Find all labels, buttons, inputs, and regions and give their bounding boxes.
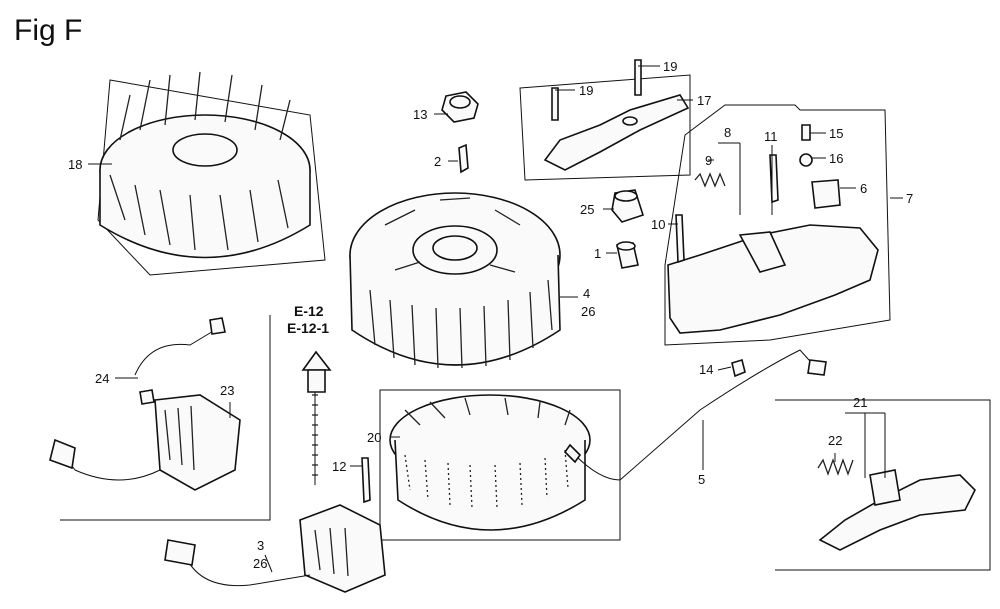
- wire-part-5: [563, 349, 827, 481]
- callout-19-right: 19: [663, 59, 677, 74]
- callout-9: 9: [705, 153, 712, 168]
- reference-e12-1: E-12-1: [287, 320, 329, 336]
- callout-10: 10: [651, 217, 665, 232]
- figure-title: Fig F: [14, 14, 83, 47]
- callout-3-26: 26: [253, 556, 267, 571]
- flywheel-ring-gear-illustration: [379, 389, 621, 541]
- plate-part-17: [519, 59, 691, 181]
- damper-part-1: [616, 241, 639, 269]
- callout-4-26: 26: [581, 304, 595, 319]
- nut-part-13: [441, 91, 479, 123]
- callout-23: 23: [220, 383, 234, 398]
- callout-1: 1: [594, 246, 601, 261]
- reference-arrow: [301, 350, 332, 485]
- callout-13: 13: [413, 107, 427, 122]
- callout-4: 4: [583, 286, 590, 301]
- callout-8: 8: [724, 125, 731, 140]
- callout-16: 16: [829, 151, 843, 166]
- callout-12: 12: [332, 459, 346, 474]
- callout-14: 14: [699, 362, 713, 377]
- callout-6: 6: [860, 181, 867, 196]
- callout-17: 17: [697, 93, 711, 108]
- leader-lines: [88, 65, 903, 573]
- key-part-2: [458, 143, 469, 174]
- callout-25: 25: [580, 202, 594, 217]
- ignition-coil-part-3: [164, 457, 386, 593]
- callout-19-left: 19: [579, 83, 593, 98]
- flywheel-upper-illustration: [97, 71, 326, 276]
- callout-21: 21: [853, 395, 867, 410]
- flywheel-main-illustration: [349, 192, 561, 369]
- callout-18: 18: [68, 157, 82, 172]
- callout-11: 11: [764, 129, 778, 144]
- callout-2: 2: [434, 154, 441, 169]
- reference-e12: E-12: [294, 303, 324, 319]
- callout-24: 24: [95, 371, 109, 386]
- callout-3: 3: [257, 538, 264, 553]
- damper-part-25: [611, 189, 645, 223]
- callout-15: 15: [829, 126, 843, 141]
- ignition-coil-part-23: [49, 315, 271, 521]
- governor-arm-part-21: [775, 399, 991, 571]
- clip-part-14: [731, 358, 746, 378]
- callout-22: 22: [828, 433, 842, 448]
- callout-20: 20: [367, 430, 381, 445]
- callout-7: 7: [906, 191, 913, 206]
- callout-5: 5: [698, 472, 705, 487]
- callout-labels: 18 13 2 25 1 4 26 19 19 17 8 9 11 10 15 …: [68, 59, 913, 571]
- governor-assembly-part-7: [664, 104, 891, 346]
